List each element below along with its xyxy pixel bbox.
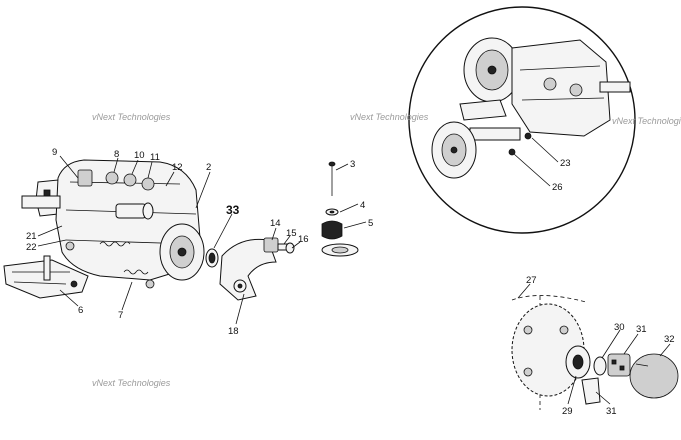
watermark-1: vNext Technologies — [92, 112, 171, 122]
callout-30: 31 — [636, 324, 647, 335]
callout-10: 10 — [134, 150, 145, 161]
callout-33: 33 — [226, 203, 240, 217]
callout-5: 5 — [368, 218, 373, 229]
callout-4: 4 — [360, 200, 365, 211]
watermark-3: vNext Technologies — [612, 116, 681, 126]
inset-view — [408, 6, 636, 234]
callout-32: 32 — [664, 334, 675, 345]
callout-23: 26 — [552, 182, 563, 193]
callout-21: 22 — [26, 242, 37, 253]
brake-actuator — [263, 237, 295, 254]
mount-hardware — [321, 161, 359, 257]
watermark-4: vNext Technologies — [92, 378, 171, 388]
callout-29: 30 — [614, 322, 625, 333]
axle-seal — [205, 248, 219, 268]
brake-bracket — [219, 238, 277, 301]
callout-27: 29 — [562, 406, 573, 417]
callout-16: 16 — [298, 234, 309, 245]
watermark-2: vNext Technologies — [350, 112, 429, 122]
callout-15: 15 — [286, 228, 297, 239]
callout-31-text: 31 — [606, 406, 617, 417]
callout-2: 2 — [206, 162, 211, 173]
callout-8: 8 — [114, 149, 119, 160]
callout-9: 9 — [52, 147, 57, 158]
callout-3: 3 — [350, 159, 355, 170]
callout-12: 12 — [172, 162, 183, 173]
callout-7: 7 — [118, 310, 123, 321]
callout-11: 11 — [150, 152, 160, 163]
shift-lever-plate — [3, 255, 89, 299]
transaxle-assembly — [21, 159, 205, 289]
callout-labels: 9 8 10 11 12 2 21 22 6 7 33 14 15 16 18 … — [26, 147, 675, 417]
callout-22: 23 — [560, 158, 571, 169]
watermarks: vNext Technologies vNext Technologies vN… — [92, 112, 681, 388]
leader-lines — [37, 137, 671, 405]
callout-20: 21 — [26, 231, 37, 242]
detail-assembly — [511, 295, 679, 410]
callout-18: 18 — [228, 326, 239, 337]
callout-6: 6 — [78, 305, 83, 316]
callout-26: 27 — [526, 275, 537, 286]
callout-14: 14 — [270, 218, 281, 229]
